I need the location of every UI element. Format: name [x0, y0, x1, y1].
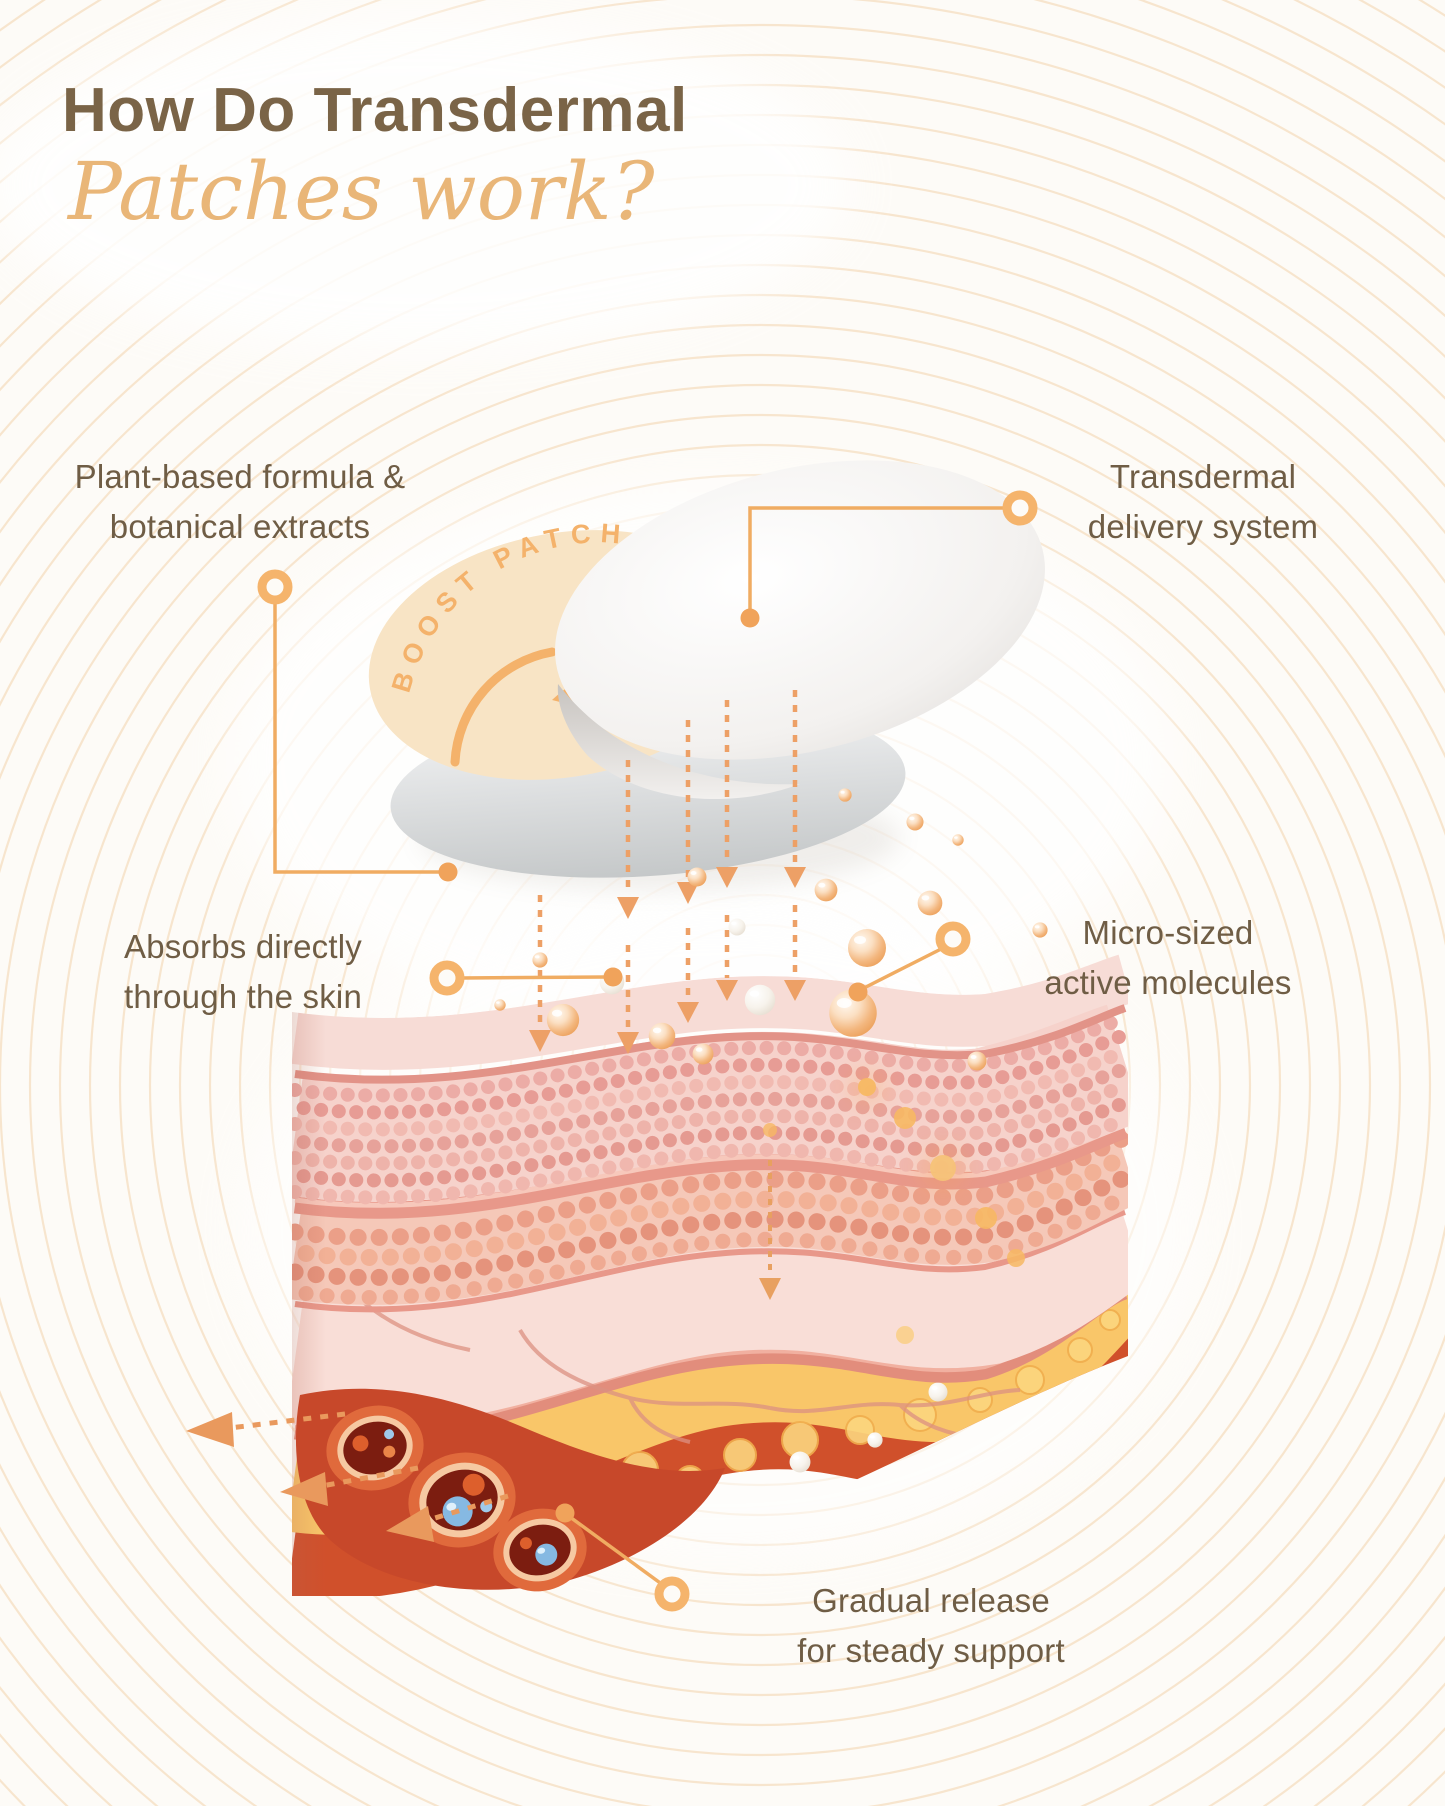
epidermis-upper-cells: [292, 1011, 1128, 1205]
gradual-callout-marker-icon: [654, 1576, 690, 1612]
plant-callout-marker-icon: [257, 569, 293, 605]
callout-plant-line2: botanical extracts: [109, 508, 371, 545]
bloodstream-release-arrows: [229, 1411, 509, 1524]
delivery-arrowheads: [529, 867, 806, 1054]
epidermis-lower-cells: [292, 1129, 1128, 1305]
blood-vessel-2: [408, 1452, 516, 1548]
skin-top-face: [292, 952, 1128, 1070]
patch-logo-swoosh: [450, 647, 557, 767]
blood-vessels: [295, 1388, 725, 1592]
delivery-callout-marker-icon: [1002, 490, 1038, 526]
callout-micro-sized-molecules: Micro-sized active molecules: [1044, 908, 1291, 1008]
diffusion-arrow-in-skin: [759, 1160, 781, 1300]
callout-absorb-line2: through the skin: [123, 978, 363, 1015]
callout-plant-line1: Plant-based formula &: [74, 458, 406, 495]
callout-micro-line1: Micro-sized: [1082, 914, 1254, 951]
callout-micro-line2: active molecules: [1044, 964, 1292, 1001]
callout-gradual-release: Gradual release for steady support: [797, 1576, 1065, 1676]
molecules-in-skin: [763, 1069, 1025, 1344]
flap-curl-edge: [557, 684, 800, 800]
callout-gradual-line1: Gradual release: [812, 1582, 1050, 1619]
callout-delivery-line2: delivery system: [1087, 508, 1319, 545]
callout-plant-based-formula: Plant-based formula & botanical extracts: [75, 452, 406, 552]
callout-transdermal-delivery: Transdermal delivery system: [1088, 452, 1318, 552]
skin-surface-line: [294, 1004, 1127, 1084]
absorb-callout-marker-icon: [429, 960, 465, 996]
title-line-2: Patches work?: [68, 145, 655, 239]
callout-delivery-line1: Transdermal: [1109, 458, 1297, 495]
micro-callout-marker-icon: [935, 921, 971, 957]
blood-vessel-3: [493, 1508, 587, 1592]
title-line-1: How Do Transdermal: [62, 76, 688, 145]
patch-group: BOOST PATCH: [368, 460, 1045, 890]
callout-dots: [438, 608, 868, 1523]
callout-absorbs-directly: Absorbs directly through the skin: [124, 922, 362, 1022]
callout-absorb-line1: Absorbs directly: [124, 928, 362, 965]
callout-lines: [273, 506, 1006, 1587]
patch-fabric-flap: [555, 460, 1045, 800]
callout-markers: [257, 490, 1038, 1612]
page-title: How Do Transdermal Patches work?: [62, 78, 688, 235]
epidermis-separator: [293, 1121, 1128, 1219]
bloodstream-arrowheads: [186, 1412, 434, 1542]
blood-vessel-1: [326, 1405, 424, 1491]
skin-cross-section: [186, 952, 1128, 1596]
dermis-layer: [292, 1158, 1128, 1428]
callout-gradual-line2: for steady support: [797, 1632, 1065, 1669]
